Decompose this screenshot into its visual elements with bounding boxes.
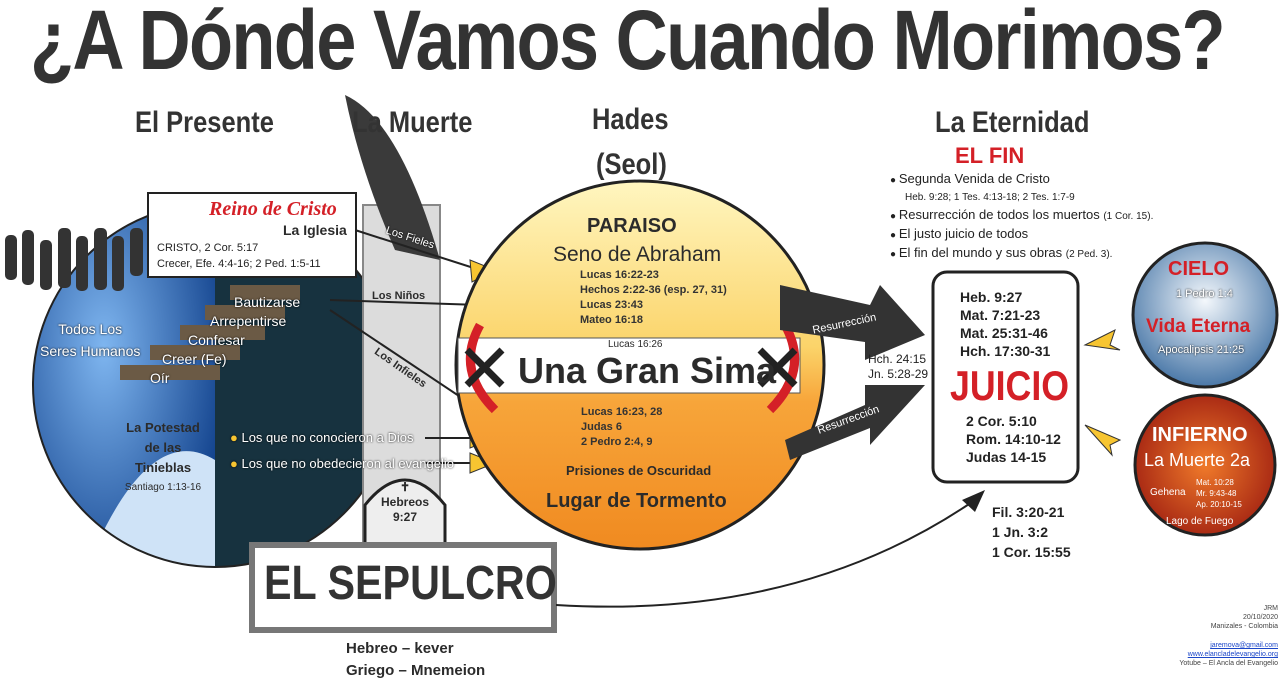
sepulcro-title: EL SEPULCRO [264, 557, 557, 610]
reino-ref: CRISTO, 2 Cor. 5:17 [157, 242, 259, 254]
label-ninos: Los Niños [372, 290, 426, 302]
cielo-title: CIELO [1168, 258, 1230, 280]
sepulcro-box [249, 542, 557, 633]
muerte-2a: La Muerte 2a [1144, 450, 1251, 470]
juicio-box [931, 270, 1080, 484]
resurreccion-arrow-top [780, 285, 925, 360]
hebreo-label: Hebreo – kever [346, 640, 454, 657]
bullet-no-obedecieron: ● Los que no obedecieron al evangelio [230, 456, 454, 471]
header-hades: Hades [592, 103, 669, 136]
sima-band [457, 337, 801, 394]
vida-eterna: Vida Eterna [1146, 316, 1251, 337]
header-muerte: La Muerte [352, 106, 473, 139]
header-seol: (Seol) [596, 148, 667, 181]
reino-ref: Crecer, Efe. 4:4-16; 2 Ped. 1:5-11 [157, 258, 321, 270]
sima-ref: Lucas 16:26 [608, 339, 663, 350]
fin-item: El justo juicio de todos [890, 225, 1153, 244]
gehena-label: Gehena [1150, 487, 1186, 498]
reaper-figure [345, 95, 440, 260]
step-label: Confesar [188, 332, 245, 348]
step-label: Arrepentirse [210, 313, 287, 329]
infierno-circle [1133, 393, 1277, 537]
page-title: ¿A Dónde Vamos Cuando Morimos? [30, 0, 1226, 87]
stairs [120, 285, 300, 380]
header-eternidad: La Eternidad [935, 106, 1090, 139]
reino-box: Reino de Cristo La Iglesia CRISTO, 2 Cor… [147, 192, 357, 278]
step-label: Bautizarse [234, 294, 301, 310]
tormento-label: Lugar de Tormento [546, 490, 727, 512]
people-silhouettes [5, 228, 143, 291]
paraiso-title: PARAISO [587, 215, 677, 237]
infierno-title: INFIERNO [1152, 424, 1248, 446]
fin-title: EL FIN [955, 143, 1025, 168]
bullet-no-conocieron: ● Los que no conocieron a Dios [230, 430, 414, 445]
reino-title: Reino de Cristo [209, 198, 337, 220]
prisiones-label: Prisiones de Oscuridad [566, 463, 712, 478]
cielo-ref: 1 Pedro 1:4 [1176, 288, 1233, 300]
step-label: Oír [150, 370, 170, 386]
tombstone [363, 478, 447, 552]
cielo-ref2: Apocalipsis 21:25 [1158, 344, 1245, 356]
sima-title: Una Gran Sima [518, 350, 777, 391]
step-label: Creer (Fe) [162, 351, 227, 367]
website-link[interactable]: www.elancladelevangelio.org [1187, 651, 1278, 658]
header-presente: El Presente [135, 106, 274, 139]
cielo-circle [1131, 241, 1279, 389]
seno-abraham: Seno de Abraham [553, 243, 722, 266]
fin-item: El fin del mundo y sus obras (2 Ped. 3). [890, 244, 1153, 263]
fin-item: Resurrección de todos los muertos (1 Cor… [890, 206, 1154, 225]
lago-fuego: Lago de Fuego [1166, 516, 1234, 527]
griego-label: Griego – Mnemeion [346, 662, 486, 679]
reino-sub: La Iglesia [283, 222, 347, 238]
resurreccion-arrow-bottom [785, 385, 925, 460]
juicio-title: JUICIO [950, 362, 1070, 409]
email-link[interactable]: jaremova@gmail.com [1210, 642, 1278, 649]
